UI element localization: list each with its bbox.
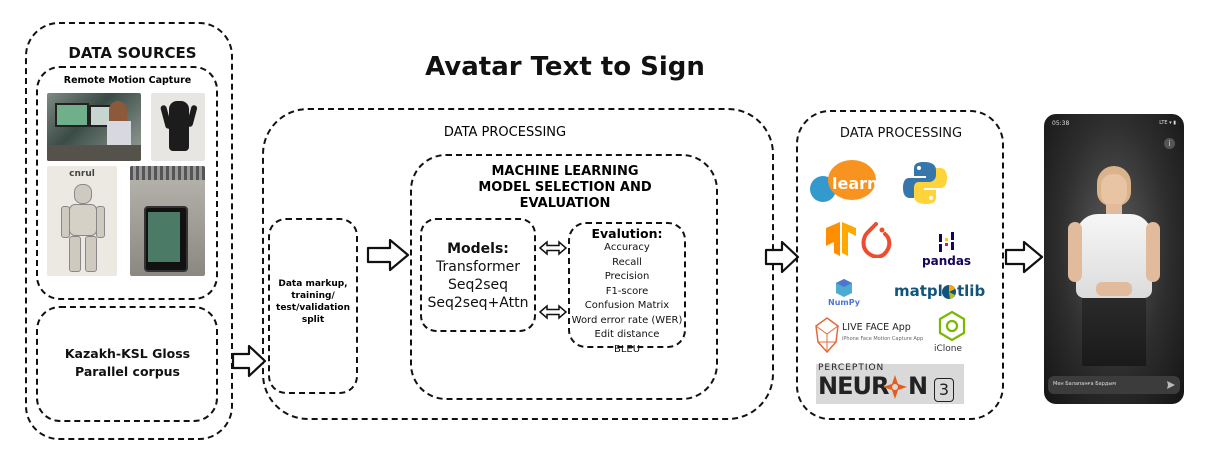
tensorflow-logo: [826, 222, 856, 256]
ml-title: MACHINE LEARNING MODEL SELECTION AND EVA…: [430, 164, 700, 212]
corpus-label-line2: Parallel corpus: [75, 364, 180, 379]
message-input[interactable]: Мен Балапанға Бардым: [1048, 376, 1180, 394]
split-line-1: Data markup,: [278, 279, 348, 289]
robot-mannequin-photo: cnrul: [47, 166, 117, 276]
eval-metric: Edit distance: [594, 329, 660, 340]
data-split-text: Data markup, training/ test/validation s…: [270, 278, 356, 326]
flow-arrow-icon: [366, 238, 410, 272]
evaluation-title: Evalution:: [591, 226, 663, 241]
double-arrow-icon: [538, 240, 568, 256]
eval-metric: Recall: [612, 256, 642, 268]
motion-capture-box: [36, 66, 218, 300]
eval-metric: Word error rate (WER): [571, 314, 683, 326]
avatar: [1068, 166, 1160, 366]
eval-metric: Accuracy: [604, 242, 650, 253]
matplotlib-logo: matpl tlib: [894, 282, 990, 304]
python-logo: [903, 162, 947, 204]
models-list: Models: Transformer Seq2seq Seq2seq+Attn: [422, 240, 534, 312]
perception-neuron-logo: PERCEPTION NEUR N 3: [816, 363, 964, 404]
diagram-title: Avatar Text to Sign: [425, 52, 705, 82]
flow-arrow-icon: [764, 240, 800, 274]
eval-metric: Precision: [604, 271, 650, 282]
pytorch-logo: [861, 222, 892, 258]
phone-capture-photo: [130, 166, 205, 276]
motion-capture-label: Remote Motion Capture: [63, 75, 192, 86]
sklearn-logo: learn: [810, 156, 890, 206]
live-face-logo: [815, 317, 839, 354]
model-item: Transformer: [435, 259, 520, 275]
corpus-label-line1: Kazakh-KSL Gloss: [64, 346, 191, 361]
numpy-logo: [836, 279, 852, 297]
motion-capture-desk-photo: [47, 93, 141, 161]
matplotlib-text: matpl: [894, 282, 943, 300]
matplotlib-wheel-icon: [942, 285, 956, 299]
live-face-subtext: iPhone Face Motion Capture App: [842, 336, 924, 342]
pandas-text: pandas: [922, 254, 972, 268]
message-input-text: Мен Балапанға Бардым: [1053, 381, 1117, 387]
model-item: Seq2seq+Attn: [427, 295, 529, 311]
data-sources-title: DATA SOURCES: [68, 44, 197, 62]
ml-box: [410, 154, 718, 400]
models-title: Models:: [447, 241, 509, 257]
split-line-2: training/: [291, 291, 335, 301]
matplotlib-text-tail: tlib: [957, 282, 986, 300]
eval-metric: Confusion Matrix: [584, 300, 670, 311]
data-sources-box: [25, 22, 233, 440]
status-time: 05:38: [1052, 120, 1070, 127]
ml-title-line3: EVALUATION: [519, 196, 611, 211]
tools-title: DATA PROCESSING: [839, 126, 963, 141]
ml-title-line1: MACHINE LEARNING: [491, 164, 639, 179]
flow-arrow-icon: [1004, 240, 1044, 274]
pandas-logo: [939, 232, 954, 252]
robot-label: cnrul: [69, 169, 95, 179]
split-line-3: test/validation: [276, 303, 350, 313]
glove-photo: [151, 93, 205, 161]
info-icon[interactable]: i: [1164, 138, 1175, 149]
evaluation-list: Evalution: Accuracy Recall Precision F1-…: [568, 226, 686, 357]
live-face-text: LIVE FACE App: [842, 322, 911, 333]
iclone-logo: [938, 310, 966, 342]
corpus-box: [36, 306, 218, 422]
send-icon[interactable]: [1166, 380, 1176, 390]
double-arrow-icon: [538, 304, 568, 320]
ml-title-line2: MODEL SELECTION AND: [478, 180, 652, 195]
neuron-text-tail: N: [908, 372, 929, 400]
models-box: [420, 218, 536, 332]
phone-frame: 05:38 LTE ▾ ▮ i Мен Балапанға Бардым: [1044, 114, 1184, 404]
split-line-4: split: [301, 315, 325, 325]
neuron-version-badge: 3: [934, 378, 954, 402]
eval-metric: F1-score: [605, 285, 649, 297]
perception-text: PERCEPTION: [818, 363, 885, 373]
eval-metric: BLEU: [613, 343, 641, 355]
status-icons: LTE ▾ ▮: [1159, 120, 1176, 126]
sklearn-text: learn: [832, 174, 879, 193]
data-split-box: [268, 218, 358, 394]
neuron-star-icon: [883, 375, 907, 399]
flow-arrow-icon: [231, 344, 267, 378]
model-item: Seq2seq: [447, 277, 509, 293]
iclone-text: iClone: [934, 344, 963, 354]
tools-box: [796, 110, 1004, 420]
numpy-text: NumPy: [828, 298, 860, 307]
data-processing-title: DATA PROCESSING: [443, 125, 567, 140]
evaluation-box: [568, 222, 686, 348]
neuron-text: NEUR: [818, 372, 889, 400]
